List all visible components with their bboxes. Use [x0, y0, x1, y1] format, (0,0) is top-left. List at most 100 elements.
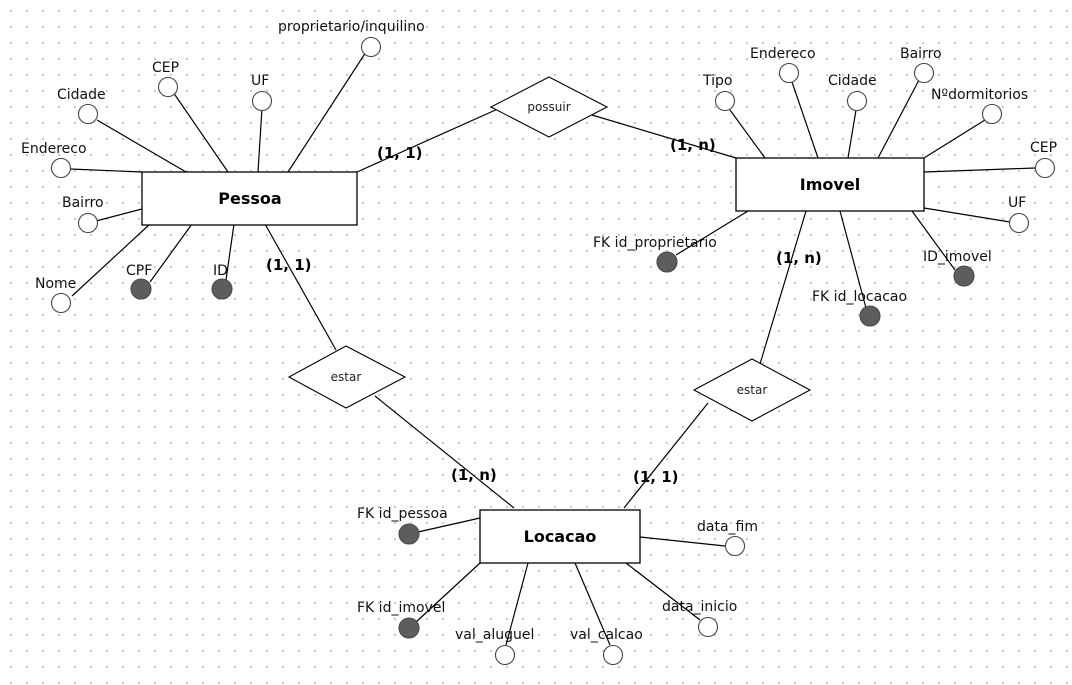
attribute-label: proprietario/inquilino	[278, 19, 425, 35]
attribute-label: data_fim	[697, 519, 758, 535]
key-attribute-circle	[211, 278, 233, 300]
connector-pessoa-nome	[71, 223, 151, 297]
cardinality-locacao-estar-pessoa: (1, n)	[451, 466, 497, 484]
entity-imovel[interactable]: Imovel	[735, 157, 925, 212]
connector-imovel-cidade	[847, 109, 857, 159]
key-attribute-circle	[953, 265, 975, 287]
connector-pessoa-cep	[172, 91, 229, 173]
attribute-circle	[494, 644, 516, 666]
attr-pessoa-cidade[interactable]: Cidade	[57, 87, 106, 125]
key-attribute-circle	[656, 251, 678, 273]
attr-locacao-data-inicio[interactable]: data_inicio	[662, 599, 737, 638]
relationship-estar-imovel[interactable]: estar	[692, 358, 812, 422]
attr-locacao-fk-id-pessoa[interactable]: FK id_pessoa	[357, 506, 448, 545]
attr-imovel-cidade[interactable]: Cidade	[828, 73, 877, 112]
key-attribute-circle	[398, 523, 420, 545]
connector-imovel-endereco	[791, 81, 819, 159]
attribute-label: FK id_proprietario	[593, 235, 717, 251]
attr-pessoa-nome[interactable]: Nome	[35, 276, 76, 314]
attr-imovel-cep[interactable]: CEP	[1030, 140, 1057, 179]
attr-pessoa-cep[interactable]: CEP	[152, 60, 179, 98]
attribute-label: Nome	[35, 276, 76, 292]
connector-imovel-bairro	[877, 79, 920, 159]
attribute-label: FK id_pessoa	[357, 506, 448, 522]
connector-imovel-fk-proprietario	[675, 210, 749, 256]
attribute-label: UF	[251, 73, 269, 89]
relationship-diamond	[489, 76, 609, 138]
attribute-label: data_inicio	[662, 599, 737, 615]
attr-pessoa-endereco[interactable]: Endereco	[21, 141, 87, 179]
connector-locacao-fk-imovel	[415, 562, 481, 623]
connector-imovel-fk-locacao	[839, 210, 867, 309]
attr-locacao-fk-id-imovel[interactable]: FK id_imovel	[357, 600, 445, 639]
relationship-estar-pessoa[interactable]: estar	[287, 345, 407, 409]
attribute-circle	[1008, 212, 1030, 234]
connector-locacao-val-calcao	[574, 562, 611, 646]
attribute-label: Bairro	[62, 195, 104, 211]
attr-pessoa-id[interactable]: ID	[211, 263, 233, 300]
connector-locacao-val-aluguel	[505, 562, 529, 646]
cardinality-imovel-estar: (1, n)	[776, 249, 822, 267]
relationship-label: estar	[331, 370, 362, 384]
entity-pessoa[interactable]: Pessoa	[141, 171, 358, 226]
entity-box	[141, 171, 358, 226]
attr-pessoa-uf[interactable]: UF	[251, 73, 273, 112]
attribute-circle	[251, 90, 273, 112]
entity-name: Locacao	[524, 527, 597, 546]
attr-locacao-val-aluguel[interactable]: val_aluguel	[455, 627, 534, 666]
attribute-label: Tipo	[702, 73, 732, 89]
attribute-label: Cidade	[57, 87, 106, 103]
attribute-circle	[157, 76, 179, 98]
attribute-circle	[360, 36, 382, 58]
attribute-label: Endereco	[21, 141, 87, 157]
connector-lines	[69, 51, 1036, 646]
connector-estar-locacao-right	[623, 402, 709, 509]
key-attribute-circle	[859, 305, 881, 327]
attr-imovel-fk-proprietario[interactable]: FK id_proprietario	[593, 235, 717, 273]
attribute-circle	[697, 616, 719, 638]
connector-locacao-fk-pessoa	[417, 517, 481, 533]
attribute-label: CEP	[152, 60, 179, 76]
relationship-label: estar	[737, 383, 768, 397]
attribute-circle	[50, 292, 72, 314]
attribute-label: FK id_locacao	[812, 289, 907, 305]
connector-pessoa-endereco	[69, 168, 143, 173]
attribute-label: val_aluguel	[455, 627, 534, 643]
entity-name: Imovel	[800, 175, 860, 194]
attr-imovel-id-imovel[interactable]: ID_imovel	[923, 249, 992, 287]
connector-estar-locacao-left	[374, 395, 515, 509]
attribute-label: ID	[213, 263, 228, 279]
key-attribute-circle	[130, 278, 152, 300]
connector-imovel-cep	[923, 167, 1036, 173]
attribute-label: CEP	[1030, 140, 1057, 156]
connector-pessoa-uf	[257, 107, 263, 173]
attribute-label: Nºdormitorios	[931, 87, 1028, 103]
connector-locacao-data-fim	[639, 536, 726, 547]
connector-pessoa-cidade	[96, 119, 187, 173]
key-attribute-circle	[398, 617, 420, 639]
relationship-possuir[interactable]: possuir	[489, 76, 609, 138]
attr-pessoa-proprietario-inquilino[interactable]: proprietario/inquilino	[278, 19, 425, 58]
attr-pessoa-bairro[interactable]: Bairro	[62, 195, 104, 234]
connector-possuir-imovel	[591, 114, 737, 159]
connector-locacao-data-inicio	[625, 562, 701, 621]
attribute-circle	[77, 103, 99, 125]
attribute-circle	[1034, 157, 1056, 179]
connector-imovel-tipo	[729, 109, 766, 159]
attr-locacao-val-calcao[interactable]: val_calcao	[570, 627, 643, 666]
attr-pessoa-cpf[interactable]: CPF	[126, 263, 152, 300]
attr-imovel-uf[interactable]: UF	[1008, 195, 1030, 234]
attr-imovel-fk-locacao[interactable]: FK id_locacao	[812, 289, 907, 327]
attr-locacao-data-fim[interactable]: data_fim	[697, 519, 758, 557]
attribute-label: val_calcao	[570, 627, 643, 643]
cardinality-pessoa-possuir: (1, 1)	[377, 144, 423, 162]
connector-pessoa-possuir	[356, 107, 501, 173]
attr-imovel-endereco[interactable]: Endereco	[750, 46, 816, 84]
attr-imovel-ndormitorios[interactable]: Nºdormitorios	[931, 87, 1028, 125]
entity-locacao[interactable]: Locacao	[479, 509, 641, 564]
attribute-circle	[846, 90, 868, 112]
entity-box	[479, 509, 641, 564]
attr-imovel-tipo[interactable]: Tipo	[702, 73, 736, 112]
connector-pessoa-bairro	[95, 208, 143, 222]
attr-imovel-bairro[interactable]: Bairro	[900, 46, 942, 84]
